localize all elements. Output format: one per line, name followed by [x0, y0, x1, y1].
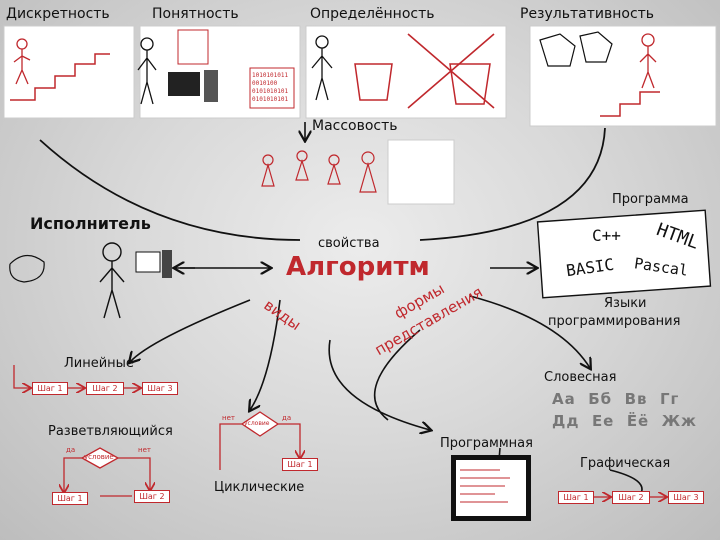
- cycle-condition: условие: [244, 420, 270, 427]
- property-discreteness: Дискретность: [6, 6, 110, 22]
- letter: Жж: [661, 412, 697, 430]
- property-effectiveness: Результативность: [520, 6, 655, 22]
- lang-cpp: C++: [592, 226, 621, 245]
- letter: Дд: [552, 412, 580, 430]
- executor-label: Исполнитель: [30, 214, 151, 233]
- kind-branching: Разветвляющийся: [48, 424, 173, 439]
- algorithm-title: Алгоритм: [286, 252, 430, 282]
- branch-no: нет: [138, 446, 151, 454]
- graphic-step-2: Шаг 2: [612, 491, 650, 504]
- branch-yes: да: [66, 446, 76, 454]
- kind-cyclic: Циклические: [214, 480, 305, 495]
- alphabet-row-2: Дд Ее Ёё Жж: [552, 412, 697, 430]
- kind-linear: Линейные: [64, 356, 134, 371]
- letter: Гг: [659, 390, 680, 408]
- branch-step-2: Шаг 2: [134, 490, 170, 503]
- branch-step-1: Шаг 1: [52, 492, 88, 505]
- property-definiteness: Определённость: [310, 6, 435, 22]
- graphic-step-1: Шаг 1: [558, 491, 594, 504]
- graphic-step-3: Шаг 3: [668, 491, 704, 504]
- languages-caption-line1: Языки: [604, 296, 647, 311]
- binary-line: 1010101011: [252, 72, 289, 79]
- property-massiveness: Массовость: [312, 118, 398, 134]
- cycle-no: нет: [222, 414, 235, 422]
- binary-line: 0101010101: [252, 96, 289, 103]
- cycle-yes: да: [282, 414, 292, 422]
- letter: Ёё: [626, 412, 650, 430]
- letter: Аа: [552, 390, 576, 408]
- form-graphic: Графическая: [580, 456, 671, 471]
- program-label: Программа: [612, 192, 689, 207]
- letter: Вв: [624, 390, 648, 408]
- linear-step-1: Шаг 1: [32, 382, 68, 395]
- binary-code: 1010101011 0010100 0101010101 0101010101: [252, 72, 288, 104]
- letter: Бб: [588, 390, 613, 408]
- alphabet-row-1: Аа Бб Вв Гг: [552, 390, 679, 408]
- linear-step-2: Шаг 2: [86, 382, 124, 395]
- letter: Ее: [591, 412, 615, 430]
- form-verbal: Словесная: [544, 370, 617, 385]
- properties-label: свойства: [318, 236, 380, 251]
- property-clarity: Понятность: [152, 6, 239, 22]
- branch-condition: условие: [84, 453, 114, 461]
- form-program: Программная: [440, 436, 533, 451]
- binary-line: 0101010101: [252, 88, 289, 95]
- binary-line: 0010100: [252, 80, 278, 87]
- cycle-step-1: Шаг 1: [282, 458, 318, 471]
- linear-step-3: Шаг 3: [142, 382, 178, 395]
- languages-caption-line2: программирования: [548, 314, 681, 329]
